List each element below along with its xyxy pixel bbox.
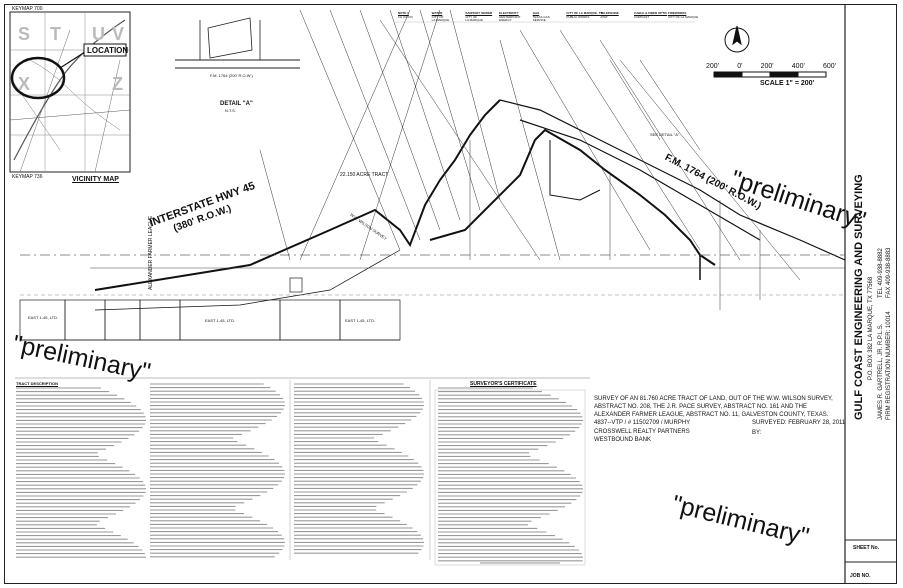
utility-title: ELECTRICITY — [499, 11, 519, 15]
scale-tick: 0' — [737, 63, 743, 70]
utility-line: AT&T — [600, 14, 608, 19]
surveyor-name: JAMES R. GARTRELL, JR. R.P.L.S. — [878, 323, 884, 420]
scale-ticks: 200' 0' 200' 400' 600' — [706, 63, 836, 70]
utility-title: NOTE 1 — [398, 11, 409, 15]
svg-text:V: V — [112, 24, 124, 44]
parcel-label: EAST 1-45, LTD. — [345, 318, 376, 323]
detail-title: DETAIL "A" — [220, 101, 253, 107]
utility-title: SANITARY SEWER — [465, 11, 493, 15]
vicinity-map-title: VICINITY MAP — [72, 176, 119, 183]
utility-line: CITY OF — [465, 14, 478, 19]
company-name: GULF COAST ENGINEERING AND SURVEYING — [853, 174, 865, 420]
detail-scale: N.T.S. — [225, 108, 236, 113]
gf-number: 4837--VTP / # 11502709 / MURPHY — [594, 420, 691, 426]
party-name: WESTBOUND BANK — [594, 437, 652, 443]
scale-label: SCALE 1" = 200' — [760, 80, 815, 87]
survey-description: SURVEY OF AN 81.760 ACRE TRACT OF LAND, … — [594, 396, 833, 418]
svg-text:Z: Z — [112, 74, 123, 94]
utility-line: CITY OF LA MARQUE — [668, 14, 699, 19]
scale-tick: 600' — [822, 63, 836, 70]
tract-description-heading: TRACT DESCRIPTION — [16, 381, 58, 386]
party-name: CROSSWELL REALTY PARTNERS — [594, 429, 690, 435]
company-address: P.O. BOX 382 LA MARQUE, TX 77568 — [868, 276, 874, 380]
surveyed-by: BY: — [752, 430, 762, 436]
utility-title: GAS — [532, 11, 540, 15]
sheet-no-label: SHEET No. — [853, 545, 880, 551]
detail-road-label: F.M. 1764 (200' R.O.W.) — [210, 73, 253, 78]
acre-tract-label: 22.150 ACRE TRACT — [340, 172, 389, 178]
farmer-league-label: ALEXANDER FARMER LEAGUE — [148, 215, 154, 290]
utility-line: SERVICE — [532, 18, 546, 23]
sheet-border — [4, 4, 897, 584]
utility-line: PUBLIC WORKS — [566, 14, 590, 19]
utility-line: CITY OF — [431, 14, 444, 19]
utility-line: LA MARQUE — [465, 18, 483, 23]
utility-line: TEXAS GAS — [532, 14, 550, 19]
svg-text:X: X — [18, 74, 30, 94]
utility-line: ENERGY — [499, 18, 512, 23]
keymap-top-label: KEYMAP 700 — [12, 6, 43, 12]
utility-line: LA MARQUE — [431, 18, 450, 23]
scale-tick: 200' — [760, 63, 774, 70]
utility-title: TELEPHONE — [600, 11, 619, 15]
utility-line: CENTERPOINT — [499, 14, 521, 19]
job-no-label: JOB NO. — [850, 573, 871, 579]
utility-title: CABLE & FIBER OPTIC — [634, 11, 668, 15]
utility-title: FIREWORKS — [668, 11, 687, 15]
firm-registration: FIRM REGISTRATION NUMBER: 10014 — [886, 311, 892, 420]
see-detail-label: SEE DETAIL "A" — [650, 132, 680, 137]
location-label: LOCATION — [87, 46, 129, 55]
svg-text:S: S — [18, 24, 30, 44]
fax: FAX 409-938-8883 — [886, 247, 892, 298]
utility-title: WATER — [431, 11, 443, 15]
scale-tick: 400' — [791, 63, 805, 70]
utility-title: CITY OF LA MARQUE, TX — [566, 11, 603, 15]
surveyors-certificate-heading: SURVEYOR'S CERTIFICATE — [470, 381, 537, 387]
parcel-label: EAST 1-45, LTD. — [205, 318, 236, 323]
svg-text:U: U — [92, 24, 105, 44]
keymap-bottom-label: KEYMAP 736 — [12, 174, 43, 180]
scale-tick: 200' — [706, 63, 720, 70]
utility-line: FH (XXXX) — [398, 14, 413, 19]
svg-text:T: T — [50, 24, 61, 44]
surveyed-date: SURVEYED: FEBRUARY 28, 2011 — [752, 420, 846, 426]
utility-line: COMCAST — [634, 14, 650, 19]
parcel-label: EAST 1-45, LTD. — [28, 315, 59, 320]
telephone: TEL 409-938-8882 — [878, 248, 884, 298]
